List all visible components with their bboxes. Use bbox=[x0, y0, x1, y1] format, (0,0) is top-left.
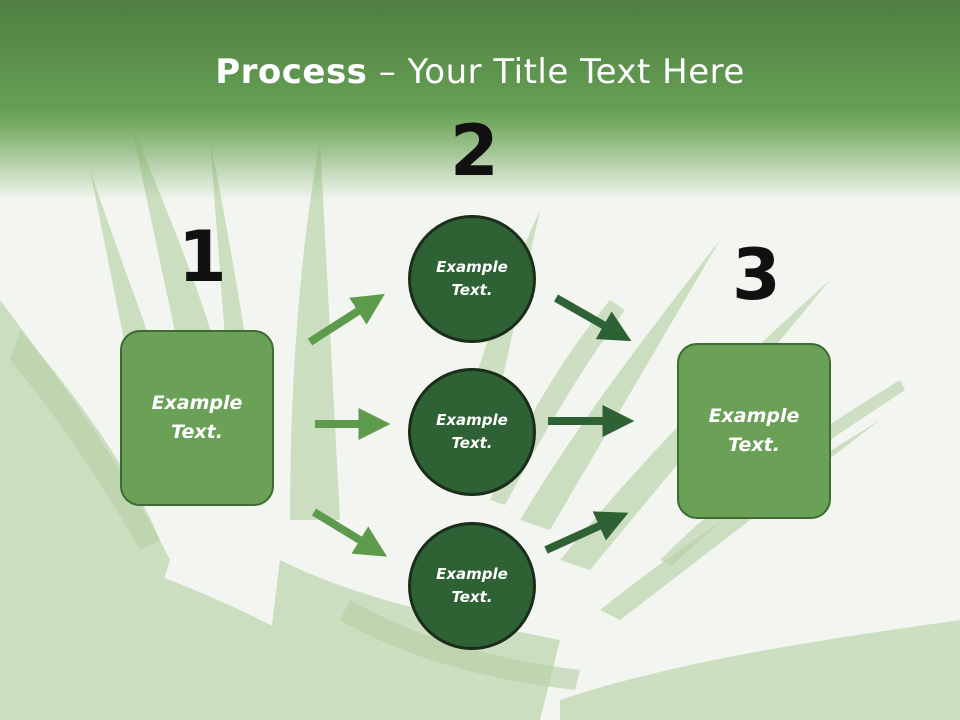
step-number-2: 2 bbox=[450, 110, 499, 192]
step-2-circle-top[interactable]: Example Text. bbox=[408, 215, 536, 343]
step-3-box-text: Example Text. bbox=[708, 405, 800, 456]
title-bold: Process bbox=[215, 52, 368, 92]
step-1-box[interactable]: Example Text. bbox=[120, 330, 274, 506]
slide-title: Process – Your Title Text Here bbox=[0, 52, 960, 92]
circle-top-text: Example Text. bbox=[436, 258, 508, 299]
arrow-top-to-3 bbox=[554, 294, 632, 342]
arrow-1-to-top bbox=[307, 293, 385, 346]
step-number-1: 1 bbox=[178, 216, 227, 298]
arrow-bottom-to-3 bbox=[544, 511, 629, 554]
step-number-3: 3 bbox=[732, 234, 781, 316]
step-2-circle-middle[interactable]: Example Text. bbox=[408, 368, 536, 496]
title-rest: – Your Title Text Here bbox=[367, 52, 745, 92]
step-2-circle-bottom[interactable]: Example Text. bbox=[408, 522, 536, 650]
step-3-box[interactable]: Example Text. bbox=[677, 343, 831, 519]
circle-middle-text: Example Text. bbox=[436, 411, 508, 452]
title-bar bbox=[0, 0, 960, 200]
step-1-box-text: Example Text. bbox=[151, 392, 243, 443]
circle-bottom-text: Example Text. bbox=[436, 565, 508, 606]
arrow-1-to-bottom bbox=[311, 508, 388, 557]
